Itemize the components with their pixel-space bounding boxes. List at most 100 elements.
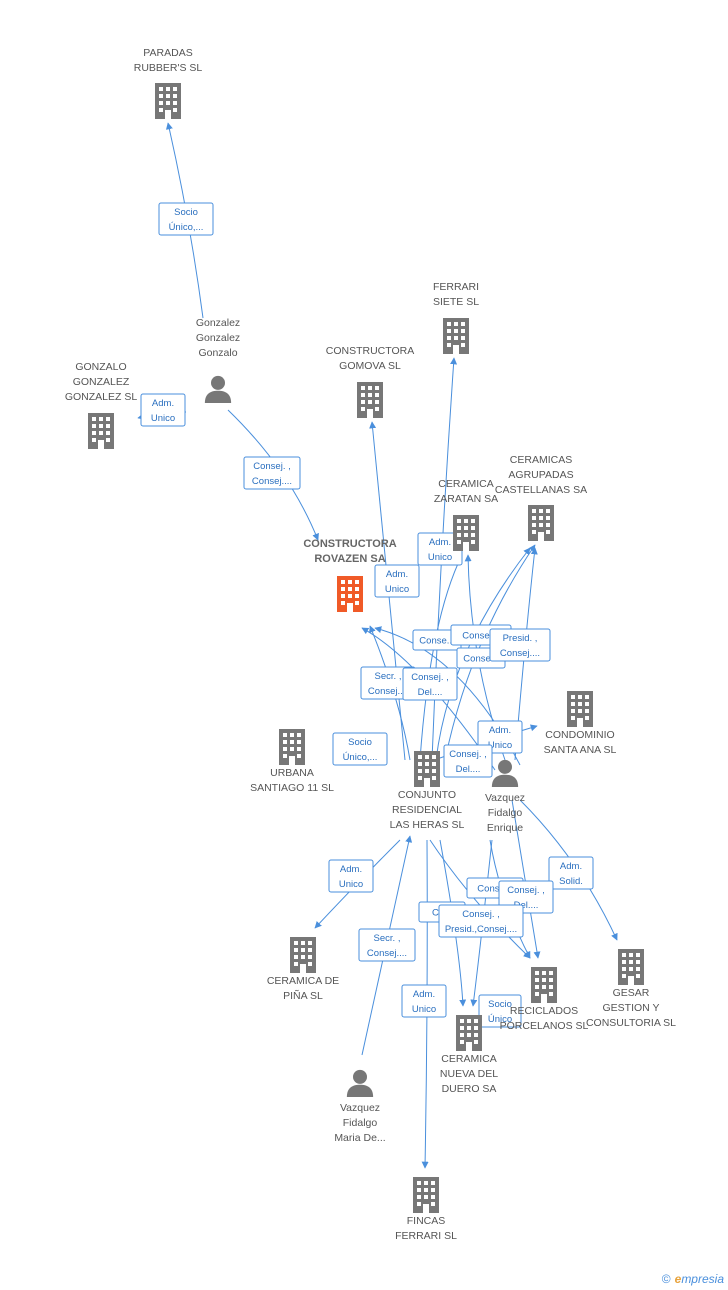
relation-label-text: Adm. xyxy=(413,989,435,1000)
node-label: RUBBER'S SL xyxy=(134,62,203,74)
relation-label-text: Presid.,Consej.... xyxy=(445,924,517,935)
relation-label-text: Socio xyxy=(174,207,198,218)
node-label: PIÑA SL xyxy=(283,989,323,1002)
relation-label-text: Unico xyxy=(428,552,452,563)
node-label: GESAR xyxy=(613,987,650,999)
relation-label-text: Consej. , xyxy=(462,631,500,642)
node-label: PORCELANOS SL xyxy=(500,1020,589,1032)
relation-label[interactable]: Secr. ,Consej.... xyxy=(360,666,416,700)
relation-label[interactable]: Adm.Unico xyxy=(328,859,374,893)
relation-label-text: Único,... xyxy=(169,222,204,233)
relation-label-text: Conse... xyxy=(463,654,498,665)
relation-label-text: Consej. , xyxy=(449,749,487,760)
relation-label-text: Consej. , xyxy=(507,885,545,896)
footer-credit[interactable]: ©empresia xyxy=(662,1272,724,1286)
person-icon xyxy=(491,759,519,787)
relation-label[interactable]: Consej. ,Consej.... xyxy=(243,456,301,490)
node-label: Enrique xyxy=(487,822,523,834)
relation-label-text: Adm. xyxy=(560,861,582,872)
relation-label[interactable]: SocioÚnico,... xyxy=(158,202,214,236)
relation-label-box xyxy=(438,904,524,938)
node-rovazen[interactable]: CONSTRUCTORA ROVAZEN SA xyxy=(303,538,397,612)
relation-label-text: Unico xyxy=(412,1004,436,1015)
relation-label-text: Adm. xyxy=(429,537,451,548)
node-label: GONZALEZ SL xyxy=(65,391,138,403)
building-icon xyxy=(456,1015,482,1051)
relation-label-box xyxy=(243,456,301,490)
relation-label[interactable]: Adm.Unico xyxy=(140,393,186,427)
main-company-building-icon xyxy=(337,576,363,612)
node-label: DUERO SA xyxy=(442,1083,497,1095)
relation-label-text: Único,... xyxy=(343,752,378,763)
relation-label-box xyxy=(401,984,447,1018)
node-label: ROVAZEN SA xyxy=(314,553,385,565)
building-icon xyxy=(618,949,644,985)
relation-label-text: Unico xyxy=(488,740,512,751)
relation-label[interactable]: Presid. ,Consej.... xyxy=(489,628,551,662)
node-gonzalo-sl[interactable]: GONZALO GONZALEZ GONZALEZ SL xyxy=(65,361,138,449)
relation-label-text: Adm. xyxy=(152,398,174,409)
node-label: FERRARI xyxy=(433,281,479,293)
building-icon xyxy=(357,382,383,418)
node-label: CONJUNTO xyxy=(398,789,456,801)
relation-label-box xyxy=(402,667,458,701)
node-label: RECICLADOS xyxy=(510,1005,578,1017)
relation-label[interactable]: Adm. Unico xyxy=(417,532,463,566)
node-label: GONZALEZ xyxy=(73,376,130,388)
relation-label-box xyxy=(489,628,551,662)
relation-label-text: Adm. xyxy=(386,569,408,580)
node-label: NUEVA DEL xyxy=(440,1068,498,1080)
relation-label-box xyxy=(548,856,594,890)
node-label: CONDOMINIO xyxy=(545,729,614,741)
node-label: CONSTRUCTORA xyxy=(303,538,396,550)
relation-label[interactable]: Adm. Solid. xyxy=(548,856,594,890)
relation-label[interactable]: Consej. ,Presid.,Consej.... xyxy=(438,904,524,938)
relation-label-text: Unico xyxy=(339,879,363,890)
node-label: URBANA xyxy=(270,767,314,779)
relation-label-text: Consej.... xyxy=(367,948,407,959)
relation-label[interactable]: SocioÚnico,... xyxy=(332,732,388,766)
node-label: CERAMICA xyxy=(438,478,493,490)
relation-label-box xyxy=(478,994,522,1028)
node-label: CONSTRUCTORA xyxy=(326,345,414,357)
relation-label[interactable]: Adm.Unico xyxy=(374,564,420,598)
node-label: AGRUPADAS xyxy=(508,469,573,481)
empresia-logo-initial: e xyxy=(674,1272,682,1286)
node-label: Fidalgo xyxy=(343,1117,378,1129)
relation-label[interactable]: Secr. , Consej.... xyxy=(358,928,416,962)
relation-label-text: Conse... xyxy=(419,636,454,647)
relation-label-text: Secr. , xyxy=(374,933,401,944)
relation-label-text: Del.... xyxy=(514,900,539,911)
relation-label[interactable]: Adm. Unico xyxy=(401,984,447,1018)
building-icon xyxy=(567,691,593,727)
node-label: Vazquez xyxy=(485,792,525,804)
node-reciclados[interactable]: RECICLADOS PORCELANOS SL xyxy=(500,967,589,1032)
relation-label-text: Solid. xyxy=(559,876,583,887)
node-label: Fidalgo xyxy=(488,807,523,819)
node-label: RESIDENCIAL xyxy=(392,804,462,816)
node-label: GONZALO xyxy=(75,361,126,373)
node-label: FERRARI SL xyxy=(395,1230,457,1242)
relation-label[interactable]: Consej. ,Del.... xyxy=(402,667,458,701)
relation-label-text: Secr. , xyxy=(375,671,402,682)
relation-label-text: Consej. , xyxy=(411,672,449,683)
relation-label[interactable]: Consej. ,Del.... xyxy=(443,744,493,778)
empresia-logo: mpresia xyxy=(681,1272,724,1286)
